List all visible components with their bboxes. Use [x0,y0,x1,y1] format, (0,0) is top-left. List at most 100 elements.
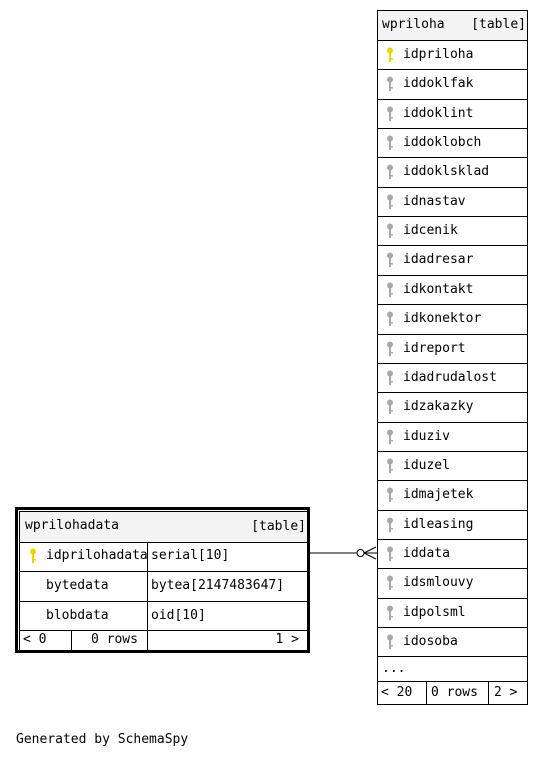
foreign-key-icon [387,223,393,238]
table-wprilohadata[interactable]: wprilohadata [table] idprilohadata seria… [15,507,310,653]
foreign-key-icon [387,311,393,326]
column-type: oid[10] [151,608,206,623]
footer-divider [71,631,72,650]
column-row[interactable]: idleasing [378,511,527,540]
foreign-key-icon [387,76,393,91]
table-footer: < 0 0 rows 1 > [20,631,307,650]
column-name: idpolsml [403,605,466,620]
foreign-key-icon [387,546,393,561]
column-row[interactable]: idprilohadata serial[10] [20,543,307,572]
column-row[interactable]: idpolsml [378,599,527,628]
column-row[interactable]: idkontakt [378,276,527,305]
column-row[interactable]: iddata [378,540,527,569]
foreign-key-icon [387,634,393,649]
column-row[interactable]: iddoklsklad [378,158,527,188]
table-wpriloha[interactable]: wpriloha [table] idpriloha iddoklfak iddok… [377,10,528,705]
column-name: bytedata [46,578,109,593]
column-name: iduzel [403,458,450,473]
table-footer: < 20 0 rows 2 > [378,682,527,705]
column-row[interactable]: blobdata oid[10] [20,602,307,631]
table-name: wpriloha [382,17,445,32]
column-type: bytea[2147483647] [151,578,285,593]
table-wprilohadata-body: wprilohadata [table] idprilohadata seria… [19,511,308,651]
parents-count[interactable]: < 0 [23,632,47,647]
foreign-key-icon [387,399,393,414]
foreign-key-icon [387,252,393,267]
column-name: idzakazky [403,399,474,414]
column-name: idsmlouvy [403,575,474,590]
column-row[interactable]: idreport [378,335,527,364]
column-row[interactable]: iddoklfak [378,70,527,100]
foreign-key-icon [387,135,393,150]
column-row[interactable]: iddoklobch [378,129,527,158]
zero-marker [356,549,365,557]
column-name: idmajetek [403,487,474,502]
column-row[interactable]: iddoklint [378,100,527,129]
column-name: blobdata [46,608,109,623]
column-row[interactable]: idkonektor [378,305,527,335]
column-row[interactable]: iduziv [378,423,527,452]
foreign-key-icon [387,429,393,444]
column-divider [147,543,148,571]
column-type: serial[10] [151,548,230,563]
column-name: idkontakt [403,282,474,297]
footer-divider [426,682,427,705]
foreign-key-icon [387,458,393,473]
column-name: idprilohadata [46,548,148,563]
column-name: iddoklsklad [403,164,490,179]
foreign-key-icon [387,282,393,297]
column-name: idosoba [403,634,458,649]
foreign-key-icon [387,194,393,209]
column-row[interactable]: idsmlouvy [378,569,527,599]
footer-divider [488,682,489,705]
crowfoot-upper [363,546,377,554]
column-name: iddoklfak [403,76,474,91]
generated-by-caption: Generated by SchemaSpy [16,732,189,747]
primary-key-icon [30,548,36,563]
column-row[interactable]: bytedata bytea[2147483647] [20,572,307,602]
column-divider [147,602,148,630]
children-count[interactable]: 1 > [275,632,299,647]
column-name: iduziv [403,429,450,444]
column-row[interactable]: idnastav [378,188,527,217]
column-name: idkonektor [403,311,482,326]
table-header[interactable]: wpriloha [table] [378,11,527,41]
column-row[interactable]: idosoba [378,628,527,657]
parents-count[interactable]: < 20 [381,685,413,700]
table-name: wprilohadata [25,518,119,533]
column-row[interactable]: idmajetek [378,481,527,511]
column-divider [147,572,148,601]
table-type: [table] [251,519,306,534]
column-name: idnastav [403,194,466,209]
column-name: iddata [403,546,450,561]
more-indicator: ... [382,661,406,676]
column-row[interactable]: idpriloha [378,41,527,70]
children-count[interactable]: 2 > [494,685,518,700]
column-name: idadrudalost [403,370,497,385]
foreign-key-icon [387,605,393,620]
column-name: idreport [403,341,466,356]
table-header[interactable]: wprilohadata [table] [20,512,307,543]
foreign-key-icon [387,341,393,356]
column-row[interactable]: idcenik [378,217,527,246]
more-columns: ... [378,657,527,682]
crowfoot-lower [363,552,377,560]
column-row[interactable]: idadresar [378,246,527,276]
rows-count: 0 rows [91,632,138,647]
column-row[interactable]: idadrudalost [378,364,527,393]
column-name: idadresar [403,252,474,267]
table-type: [table] [471,17,526,32]
foreign-key-icon [387,487,393,502]
foreign-key-icon [387,164,393,179]
column-row[interactable]: iduzel [378,452,527,481]
foreign-key-icon [387,370,393,385]
column-name: idcenik [403,223,458,238]
column-name: idpriloha [403,47,474,62]
rows-count: 0 rows [431,685,478,700]
primary-key-icon [387,47,393,62]
foreign-key-icon [387,575,393,590]
foreign-key-icon [387,106,393,121]
column-row[interactable]: idzakazky [378,393,527,423]
foreign-key-icon [387,517,393,532]
